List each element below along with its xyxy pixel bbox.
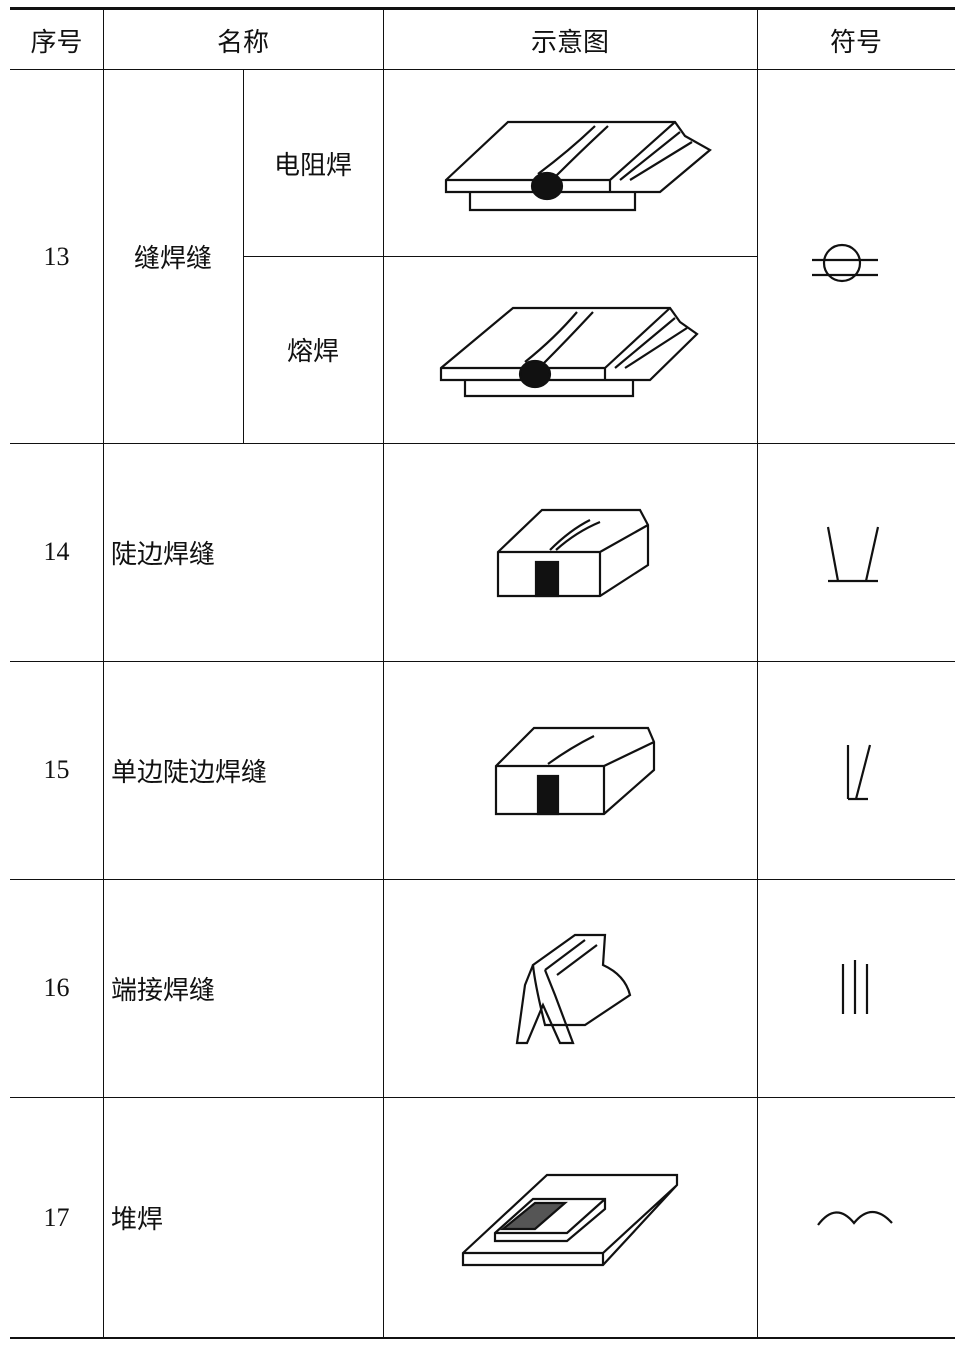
header-rule: [10, 69, 955, 70]
surfacing-diagram: [461, 1173, 679, 1267]
col-rule: [383, 8, 384, 1338]
row-14-seq: 14: [43, 537, 70, 566]
row-rule: [10, 879, 955, 880]
row-17-seq: 17: [43, 1202, 70, 1232]
seam-weld-symbol-icon: [812, 243, 878, 283]
header-diagram: 示意图: [530, 27, 609, 58]
row-16-seq: 16: [43, 973, 70, 1002]
row-rule: [10, 443, 955, 444]
row-13-sub-1: 电阻焊: [273, 150, 352, 181]
row-14-name: 陡边焊缝: [111, 539, 216, 570]
surfacing-symbol-icon: [817, 1210, 893, 1226]
steep-flank-weld-diagram: [496, 508, 650, 598]
col-rule: [103, 8, 104, 1338]
row-17-name: 堆焊: [111, 1205, 164, 1235]
col-rule: [243, 70, 244, 443]
steep-flank-weld-symbol-icon: [826, 526, 880, 583]
col-rule: [757, 8, 758, 1338]
header-name: 名称: [216, 27, 269, 58]
single-steep-flank-weld-symbol-icon: [846, 744, 872, 801]
header-symbol: 符号: [829, 27, 882, 58]
fusion-seam-weld-diagram: [439, 306, 699, 398]
edge-weld-symbol-icon: [841, 960, 869, 1014]
header-seq: 序号: [30, 27, 83, 58]
resistance-seam-weld-diagram: [444, 120, 712, 212]
table-top-rule: [10, 7, 955, 10]
row-16-name: 端接焊缝: [111, 975, 216, 1006]
row-rule: [10, 661, 955, 662]
row-13-sub-2: 熔焊: [286, 337, 339, 367]
table-bottom-rule: [10, 1337, 955, 1339]
row-13-name: 缝焊缝: [133, 244, 212, 274]
row-13-split-rule: [243, 256, 757, 257]
row-15-seq: 15: [43, 755, 70, 784]
edge-weld-diagram: [515, 933, 632, 1045]
row-rule: [10, 1097, 955, 1098]
single-steep-flank-weld-diagram: [494, 726, 656, 816]
row-15-name: 单边陡边焊缝: [111, 757, 268, 788]
row-13-seq: 13: [43, 241, 70, 271]
